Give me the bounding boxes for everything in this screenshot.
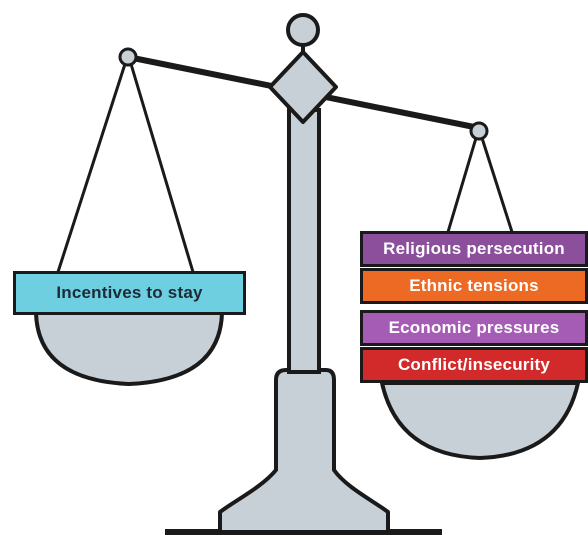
incentives-to-stay-label: Incentives to stay [13,271,246,315]
left-string-inner [129,63,195,273]
scale-pivot-diamond [268,50,338,124]
religious-persecution-label: Religious persecution [360,231,588,267]
scale-pedestal [218,368,390,534]
right-string-inner [480,137,514,233]
conflict-insecurity-label: Conflict/insecurity [360,347,588,383]
scale-pole [287,108,321,374]
left-hanger-ring [118,47,138,67]
left-string-outer [56,63,127,273]
right-string-outer [446,137,478,233]
right-hanger-ring [469,121,489,141]
economic-pressures-label: Economic pressures [360,310,588,346]
left-pan [34,311,224,386]
ethnic-tensions-label: Ethnic tensions [360,268,588,304]
scale-top-knob [286,13,320,47]
right-pan [380,381,580,460]
